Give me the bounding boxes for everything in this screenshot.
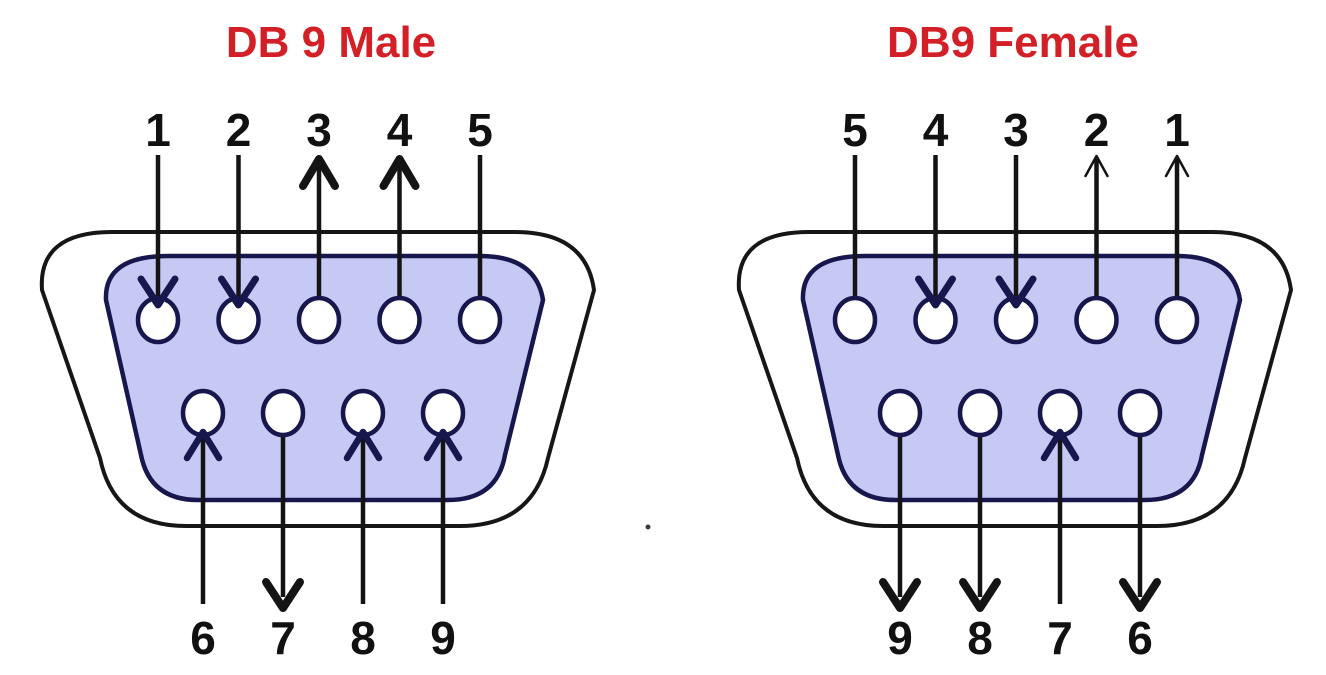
connector-body — [800, 253, 1243, 503]
arrowhead-icon — [1040, 428, 1080, 462]
pin-hole — [457, 295, 503, 345]
arrowhead-icon — [137, 275, 179, 309]
pin-hole — [1154, 295, 1200, 345]
pin-hole — [993, 295, 1039, 345]
connector-body — [103, 253, 546, 503]
arrowhead-icon — [218, 275, 259, 309]
pin-hole — [420, 388, 466, 438]
arrowhead-icon — [959, 578, 1001, 612]
pin-number: 7 — [270, 612, 296, 664]
pin-hole — [260, 388, 306, 438]
pin-hole — [377, 295, 422, 345]
pin-hole — [832, 295, 878, 345]
pin-hole — [913, 295, 958, 345]
connector-db9-male: DB 9 Male 1 2 3 4 5 6 7 8 9 — [39, 18, 597, 664]
pin-hole — [1117, 388, 1163, 438]
stray-dot — [645, 524, 651, 530]
pin-number: 4 — [387, 104, 413, 156]
arrowhead-icon — [1119, 578, 1161, 612]
pin-number: 8 — [967, 612, 993, 664]
pin-hole — [340, 388, 386, 438]
arrowhead-icon — [183, 428, 223, 462]
arrowhead-icon — [299, 155, 339, 190]
pin-number: 2 — [1084, 104, 1110, 156]
arrowhead-icon — [915, 275, 956, 309]
pin-hole — [877, 388, 923, 438]
connector-title-female: DB9 Female — [887, 18, 1139, 67]
arrowhead-icon — [343, 428, 383, 462]
arrowhead-icon — [262, 578, 304, 612]
pin-hole — [957, 388, 1003, 438]
pin-number: 6 — [1127, 612, 1153, 664]
pin-hole — [1074, 295, 1119, 345]
pin-number: 9 — [430, 612, 456, 664]
arrowhead-icon — [423, 428, 463, 462]
pin-number: 9 — [887, 612, 913, 664]
pin-number: 4 — [923, 104, 949, 156]
pin-number: 1 — [145, 104, 171, 156]
pin-number: 2 — [226, 104, 252, 156]
pin-field-male: 1 2 3 4 5 6 7 8 9 — [135, 104, 503, 664]
arrowhead-icon — [1164, 154, 1190, 178]
arrowhead-icon — [995, 275, 1037, 309]
arrowhead-icon — [379, 155, 420, 190]
pin-hole — [296, 295, 342, 345]
pin-number: 3 — [306, 104, 332, 156]
pin-number: 8 — [350, 612, 376, 664]
pin-field-female: 5 4 3 2 1 9 8 7 6 — [832, 104, 1200, 664]
pin-hole — [216, 295, 261, 345]
pin-number: 1 — [1164, 104, 1190, 156]
pin-hole — [1037, 388, 1083, 438]
arrowhead-icon — [879, 578, 921, 612]
pin-number: 6 — [190, 612, 216, 664]
arrowhead-icon — [1084, 154, 1109, 178]
pin-hole — [180, 388, 226, 438]
pin-number: 5 — [842, 104, 868, 156]
pin-number: 7 — [1047, 612, 1073, 664]
connector-db9-female: DB9 Female 5 4 3 2 1 9 8 7 6 — [736, 18, 1294, 664]
pin-number: 5 — [467, 104, 493, 156]
pin-number: 3 — [1003, 104, 1029, 156]
connector-title-male: DB 9 Male — [226, 18, 436, 67]
pin-hole — [135, 295, 181, 345]
